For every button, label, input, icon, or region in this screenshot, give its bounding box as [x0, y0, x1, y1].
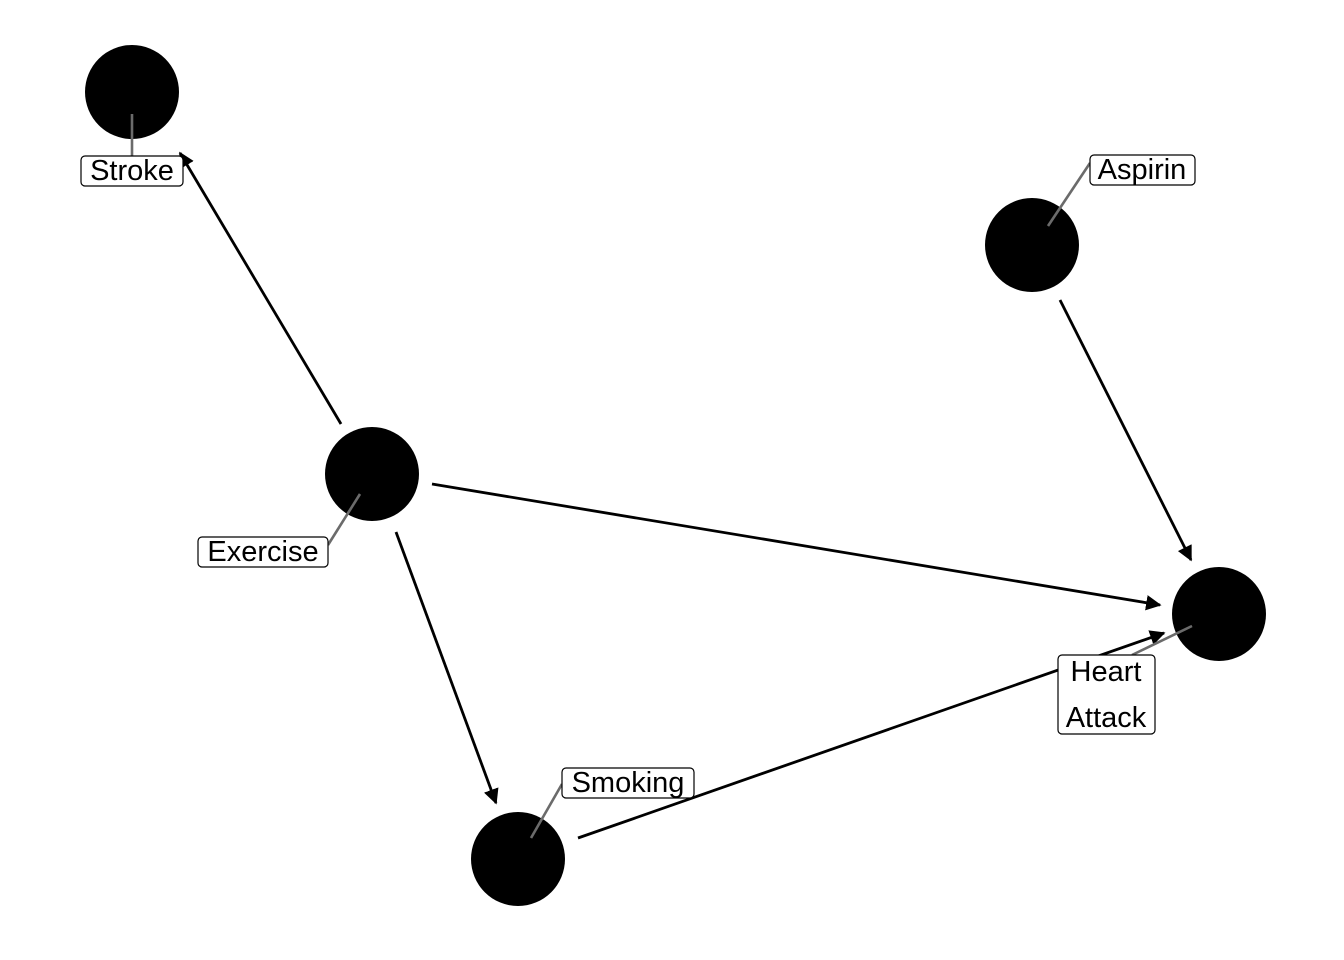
label-smoking: Smoking: [561, 767, 695, 799]
node-aspirin: [985, 198, 1079, 292]
leader-exercise: [326, 493, 362, 546]
edge-aspirin-to-heart-attack: [1058, 299, 1193, 562]
label-text-smoking: Smoking: [572, 767, 685, 799]
node-exercise: [325, 427, 419, 521]
leader-lines: [130, 114, 1193, 839]
label-heart-attack: Heart Attack: [1057, 654, 1156, 735]
label-text-exercise: Exercise: [207, 536, 318, 568]
edge-exercise-to-heart-attack: [431, 482, 1162, 611]
label-box-exercise: [197, 536, 329, 568]
label-text-heart-attack-line1: Heart: [1071, 656, 1142, 688]
node-stroke: [85, 45, 179, 139]
node-smoking: [471, 812, 565, 906]
label-text-aspirin: Aspirin: [1098, 154, 1187, 186]
nodes: [85, 45, 1266, 906]
leader-smoking: [529, 783, 564, 839]
edge-exercise-to-stroke: [178, 151, 343, 425]
label-box-stroke: [80, 155, 184, 187]
label-text-heart-attack-line2: Attack: [1066, 702, 1147, 734]
leader-heart-attack: [1131, 624, 1193, 657]
edge-exercise-to-smoking: [394, 531, 499, 805]
label-stroke: Stroke: [80, 155, 184, 187]
label-box-smoking: [561, 767, 695, 799]
leader-aspirin: [1046, 162, 1092, 227]
labels: Stroke Aspirin Exercise Heart Attack Smo…: [80, 154, 1196, 799]
label-text-stroke: Stroke: [90, 155, 174, 187]
label-box-heart-attack: [1057, 654, 1156, 735]
node-heart-attack: [1172, 567, 1266, 661]
label-box-aspirin: [1089, 154, 1196, 186]
label-aspirin: Aspirin: [1089, 154, 1196, 186]
label-exercise: Exercise: [197, 536, 329, 568]
